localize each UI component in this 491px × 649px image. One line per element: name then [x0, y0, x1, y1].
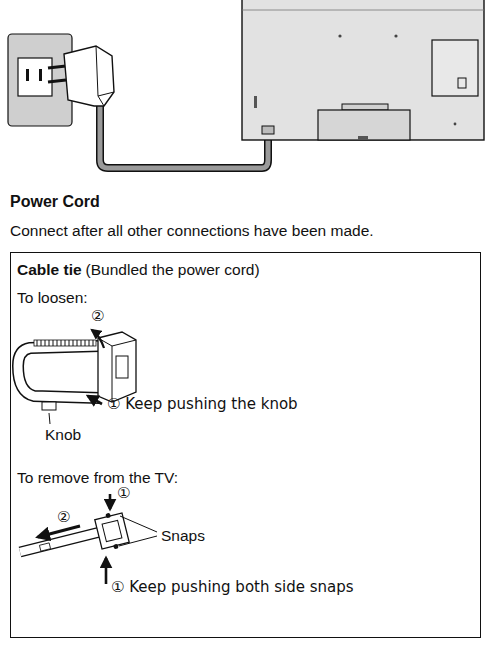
part-label: Knob: [45, 426, 81, 444]
instruction-text: ① Keep pushing the knob: [107, 396, 298, 413]
section-heading: Power Cord: [10, 193, 100, 211]
part-label: Snaps: [161, 527, 205, 545]
callout-number: ②: [91, 308, 104, 325]
power-plug: [48, 46, 114, 106]
note-text: Connect after all other connections have…: [10, 222, 374, 240]
callout-number: ①: [117, 485, 130, 502]
callout-number: ②: [57, 509, 70, 526]
step-heading: To remove from the TV:: [17, 469, 178, 487]
box-heading: Cable tie: [17, 261, 82, 279]
cable-tie-remove: [20, 494, 157, 584]
tv-back: [242, 0, 484, 140]
instruction-text: ① Keep pushing both side snaps: [111, 579, 354, 596]
box-subheading: (Bundled the power cord): [86, 261, 260, 279]
step-heading: To loosen:: [17, 289, 88, 307]
instruction-panel: Cable tie(Bundled the power cord) To loos…: [10, 252, 481, 638]
wall-outlet: [8, 34, 72, 126]
